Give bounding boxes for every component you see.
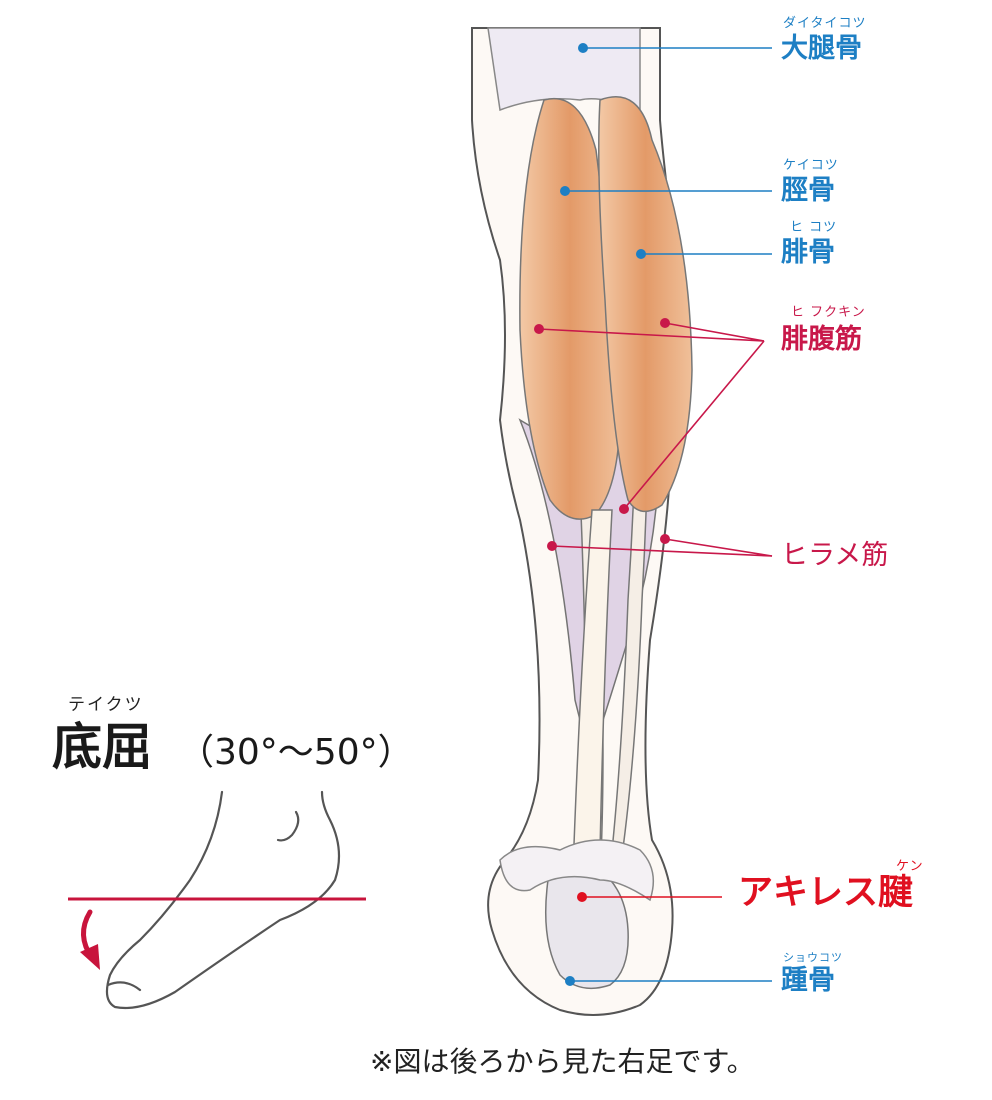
tibia-ruby: ケイコツ bbox=[783, 158, 839, 173]
achilles-label: アキレス腱 bbox=[738, 873, 914, 913]
gastrocnemius-label: 腓腹筋 bbox=[781, 324, 862, 355]
femur-label: 大腿骨 bbox=[781, 33, 862, 64]
leader-lines bbox=[538, 47, 773, 982]
femur-ruby: ダイタイコツ bbox=[783, 16, 867, 31]
tibia-label: 脛骨 bbox=[781, 175, 835, 206]
plantar-flexion-ruby: テイクツ bbox=[68, 695, 144, 715]
plantar-flexion-range: （30°〜50°） bbox=[178, 732, 414, 773]
gastrocnemius-ruby: ヒ フクキン bbox=[791, 305, 866, 320]
fibula-ruby: ヒ コツ bbox=[790, 220, 838, 235]
fibula-label: 腓骨 bbox=[781, 237, 835, 268]
foot-outline bbox=[105, 790, 341, 1010]
achilles-ruby: ケン bbox=[896, 859, 924, 874]
ankle-bones bbox=[499, 839, 655, 902]
plantar-flexion-title: 底屈 bbox=[52, 718, 152, 776]
soleus-label: ヒラメ筋 bbox=[781, 540, 889, 571]
footnote: ※図は後ろから見た右足です。 bbox=[370, 1045, 755, 1078]
arrow-head-icon bbox=[80, 944, 100, 970]
calcaneus-ruby: ショウコツ bbox=[783, 951, 843, 964]
calcaneus-label: 踵骨 bbox=[781, 965, 835, 996]
leader-dots bbox=[534, 43, 670, 986]
gastrocnemius-lateral bbox=[598, 96, 693, 513]
